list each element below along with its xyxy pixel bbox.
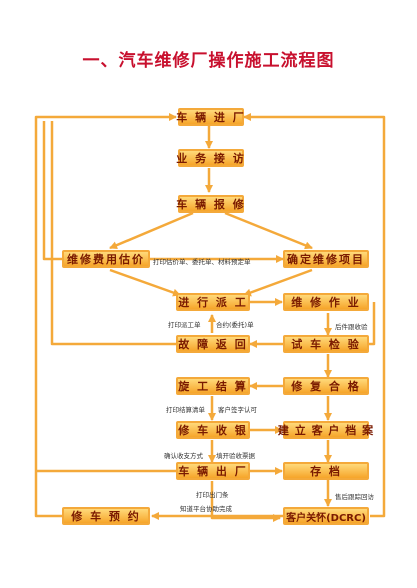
node-settlement: 旋 工 结 算: [176, 377, 250, 395]
note-contract: 合约(委托)单: [216, 321, 254, 329]
node-confirm-items: 确定维修项目: [283, 250, 369, 268]
note-followup-visit: 售后跟踪回访: [335, 493, 374, 501]
note-post-inspection: 后件跟收验: [335, 323, 368, 331]
node-repair-report: 车 辆 报 修: [176, 195, 244, 213]
node-repair-work: 维 修 作 业: [283, 293, 369, 311]
note-print-forms: 打印估价单、委托单、材料预定单: [153, 258, 251, 266]
note-notify-followup: 知道平台协助完成: [180, 505, 232, 513]
node-cost-estimate: 维修费用估价: [62, 250, 150, 268]
node-reception: 业 务 接 访: [176, 149, 244, 167]
note-issue-pass: 填开验收票据: [216, 452, 255, 460]
note-customer-sign: 客户签字认可: [218, 406, 257, 414]
node-customer-file: 建 立 客 户 档 案: [278, 421, 373, 439]
note-print-dispatch: 打印派工单: [168, 321, 201, 329]
node-vehicle-entry: 车 辆 进 厂: [176, 108, 244, 126]
note-print-settlement: 打印结算清单: [166, 406, 205, 414]
node-cashier: 修 车 收 银: [176, 421, 250, 439]
node-fault-return: 故 障 返 回: [176, 335, 250, 353]
page-title: 一、汽车维修厂操作施工流程图: [82, 51, 335, 71]
note-print-exit: 打印出门条: [196, 491, 229, 499]
node-quality-ok: 修 复 合 格: [283, 377, 369, 395]
node-customer-care: 客户关怀(DCRC): [283, 507, 369, 525]
node-vehicle-exit: 车 辆 出 厂: [176, 462, 250, 480]
node-test-drive: 试 车 检 验: [283, 335, 369, 353]
note-confirm-payment: 确认收支方式: [164, 452, 203, 460]
node-dispatch: 进 行 派 工: [176, 293, 250, 311]
node-archive: 存 档: [283, 462, 369, 480]
node-reservation: 修 车 预 约: [62, 507, 150, 525]
